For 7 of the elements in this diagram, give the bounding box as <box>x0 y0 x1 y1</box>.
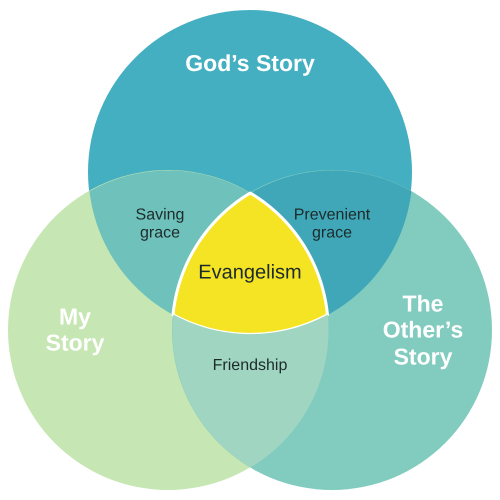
region-label: Evangelism <box>198 261 302 284</box>
region-label: Prevenient grace <box>294 206 370 244</box>
region-label: Friendship <box>212 356 288 376</box>
circle-label: My Story <box>46 304 104 356</box>
circle-label: The Other’s Story <box>382 290 464 370</box>
circle-label: God’s Story <box>185 50 315 76</box>
region-label: Saving grace <box>136 206 184 244</box>
